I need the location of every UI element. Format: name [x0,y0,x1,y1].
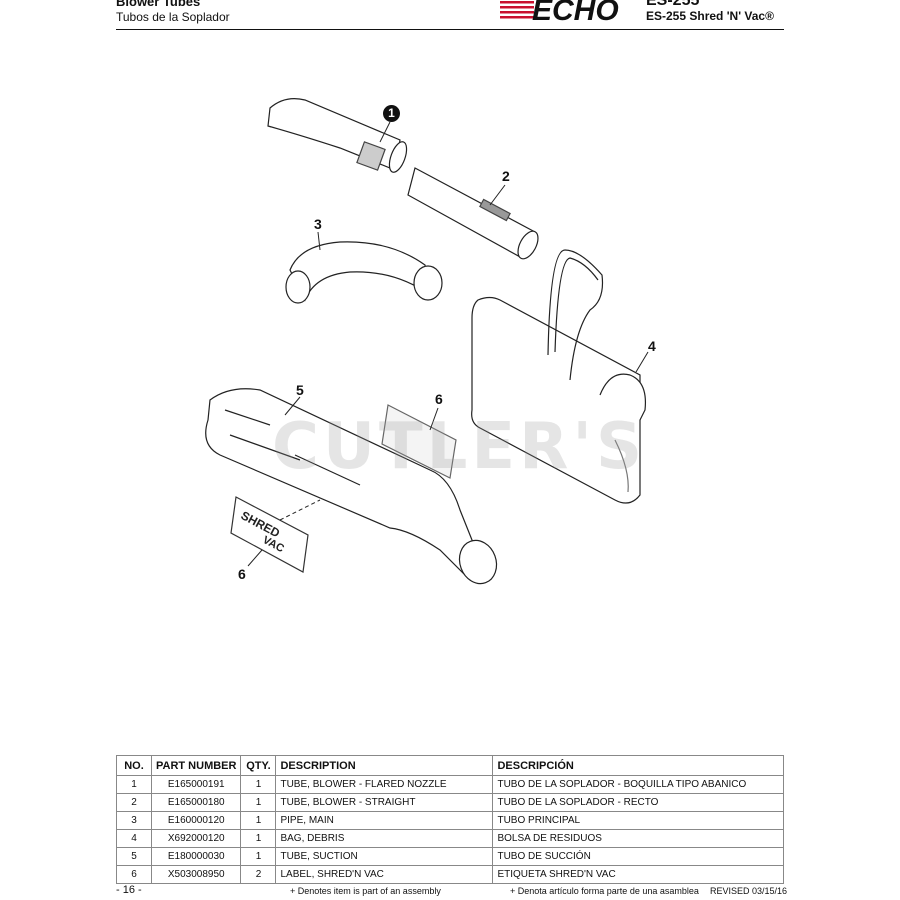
callout-5: 5 [296,382,304,398]
callout-4: 4 [648,338,656,354]
table-row: 3 E160000120 1 PIPE, MAIN TUBO PRINCIPAL [116,811,784,830]
table-row: 6 X503008950 2 LABEL, SHRED'N VAC ETIQUE… [116,865,784,884]
col-qty: QTY. [240,755,277,776]
echo-logo: ECHO [500,0,619,24]
part-label-upper [381,404,457,479]
col-no: NO. [116,755,152,776]
page-title: Blower Tubes [116,0,201,9]
callout-6-upper: 6 [435,391,443,407]
col-description: DESCRIPTION [275,755,494,776]
page-number: - 16 - [116,884,142,896]
exploded-parts-diagram: SHRED VAC [205,98,649,585]
svg-text:ECHO: ECHO [532,0,619,24]
callout-3: 3 [314,216,322,232]
part-suction-tube [205,388,498,585]
header-divider [116,29,784,30]
col-descripcion: DESCRIPCIÓN [492,755,784,776]
part-straight-tube [407,167,539,260]
model-name: ES-255 Shred 'N' Vac® [646,9,774,24]
part-main-pipe [285,241,443,304]
callout-2: 2 [502,168,510,184]
table-header-row: NO. PART NUMBER QTY. DESCRIPTION DESCRIP… [116,755,784,776]
part-label-lower: SHRED VAC [230,496,309,573]
part-flared-nozzle [267,98,408,173]
table-row: 5 E180000030 1 TUBE, SUCTION TUBO DE SUC… [116,847,784,866]
watermark: CUTLER'S [272,410,647,484]
table-row: 1 E165000191 1 TUBE, BLOWER - FLARED NOZ… [116,775,784,794]
part-debris-bag [471,249,647,504]
callout-6-lower: 6 [238,566,246,582]
model-block: ES-255 ES-255 Shred 'N' Vac® [646,0,774,24]
page-subtitle: Tubos de la Soplador [116,10,230,25]
table-row: 2 E165000180 1 TUBE, BLOWER - STRAIGHT T… [116,793,784,812]
callout-1: 1 [383,105,400,122]
header-left: Blower Tubes Tubos de la Soplador [116,0,230,25]
col-part-number: PART NUMBER [150,755,242,776]
model-number: ES-255 [646,0,700,9]
assembly-note-en: + Denotes item is part of an assembly [290,886,441,896]
table-row: 4 X692000120 1 BAG, DEBRIS BOLSA DE RESI… [116,829,784,848]
parts-table: NO. PART NUMBER QTY. DESCRIPTION DESCRIP… [116,755,784,884]
assembly-note-es: + Denota artículo forma parte de una asa… [510,886,699,896]
revised-date: REVISED 03/15/16 [710,886,788,896]
